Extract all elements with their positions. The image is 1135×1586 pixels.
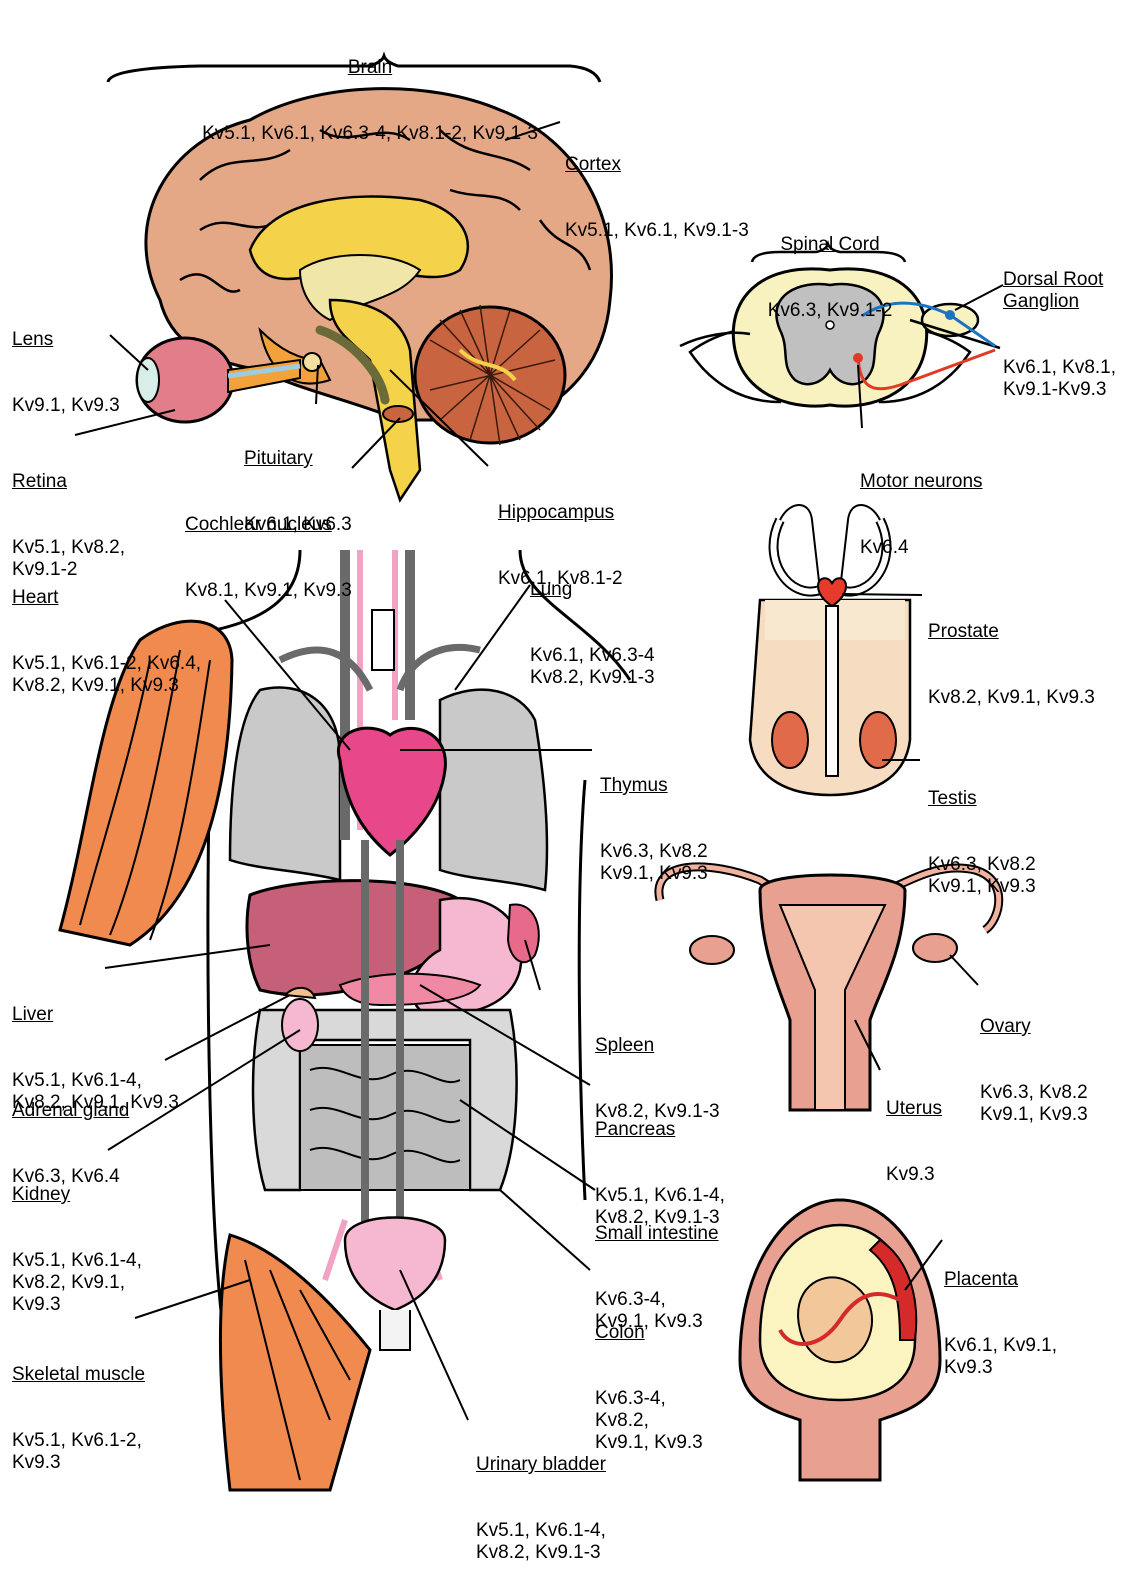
lens-title: Lens	[12, 329, 120, 351]
cochlear-nucleus-title: Cochlear nucleus	[185, 514, 352, 536]
label-thymus: Thymus Kv6.3, Kv8.2 Kv9.1, Kv9.3	[600, 731, 708, 907]
retina-title: Retina	[12, 471, 125, 493]
label-brain: Brain Kv5.1, Kv6.1, Kv6.3-4, Kv8.1-2, Kv…	[140, 13, 600, 167]
motor-neurons-title: Motor neurons	[860, 471, 983, 493]
hippocampus-title: Hippocampus	[498, 502, 623, 524]
thymus-title: Thymus	[600, 775, 708, 797]
label-cortex: Cortex Kv5.1, Kv6.1, Kv9.1-3	[565, 110, 749, 264]
uterus-title: Uterus	[886, 1098, 942, 1120]
pancreas-title: Pancreas	[595, 1119, 725, 1141]
adrenal-title: Adrenal gland	[12, 1100, 129, 1122]
cortex-title: Cortex	[565, 154, 749, 176]
skeletal-muscle-title: Skeletal muscle	[12, 1364, 145, 1386]
testis-left	[772, 712, 808, 768]
heart-shape	[338, 728, 445, 855]
heart-values: Kv5.1, Kv6.1-2, Kv6.4, Kv8.2, Kv9.1, Kv9…	[12, 653, 201, 697]
motor-neurons-values: Kv6.4	[860, 537, 983, 559]
testis-values: Kv6.3, Kv8.2 Kv9.1, Kv9.3	[928, 854, 1036, 898]
pituitary-title: Pituitary	[244, 448, 352, 470]
spinal-cord-values: Kv6.3, Kv9.1-2	[735, 300, 925, 322]
lens-values: Kv9.1, Kv9.3	[12, 395, 120, 417]
label-urinary-bladder: Urinary bladder Kv5.1, Kv6.1-4, Kv8.2, K…	[476, 1410, 606, 1586]
thymus-values: Kv6.3, Kv8.2 Kv9.1, Kv9.3	[600, 841, 708, 885]
small-intestine-title: Small intestine	[595, 1223, 719, 1245]
drg-title: Dorsal Root Ganglion	[1003, 269, 1116, 313]
colon-values: Kv6.3-4, Kv8.2, Kv9.1, Kv9.3	[595, 1388, 703, 1454]
label-skeletal-muscle: Skeletal muscle Kv5.1, Kv6.1-2, Kv9.3	[12, 1320, 145, 1496]
heart-title: Heart	[12, 587, 201, 609]
testis-title: Testis	[928, 788, 1036, 810]
kidney-shape	[282, 999, 318, 1051]
lung-right	[440, 690, 547, 890]
placenta-title: Placenta	[944, 1269, 1057, 1291]
label-uterus: Uterus Kv9.3	[886, 1054, 942, 1208]
label-spinal-cord: Spinal Cord Kv6.3, Kv9.1-2	[735, 190, 925, 344]
label-prostate: Prostate Kv8.2, Kv9.1, Kv9.3	[928, 577, 1095, 731]
spinal-cord-title: Spinal Cord	[735, 234, 925, 256]
label-drg: Dorsal Root Ganglion Kv6.1, Kv8.1, Kv9.1…	[1003, 225, 1116, 423]
ovary-values: Kv6.3, Kv8.2 Kv9.1, Kv9.3	[980, 1082, 1088, 1126]
brain-title: Brain	[140, 57, 600, 79]
cortex-values: Kv5.1, Kv6.1, Kv9.1-3	[565, 220, 749, 242]
kidney-title: Kidney	[12, 1184, 142, 1206]
uterus-values: Kv9.3	[886, 1164, 942, 1186]
label-colon: Colon Kv6.3-4, Kv8.2, Kv9.1, Kv9.3	[595, 1278, 703, 1476]
ovary-right	[913, 934, 957, 962]
label-heart: Heart Kv5.1, Kv6.1-2, Kv6.4, Kv8.2, Kv9.…	[12, 543, 201, 719]
lung-title: Lung	[530, 579, 655, 601]
brain-values: Kv5.1, Kv6.1, Kv6.3-4, Kv8.1-2, Kv9.1-3	[140, 123, 600, 145]
ovary-left	[690, 936, 734, 964]
urinary-bladder-values: Kv5.1, Kv6.1-4, Kv8.2, Kv9.1-3	[476, 1520, 606, 1564]
label-cochlear-nucleus: Cochlear nucleus Kv8.1, Kv9.1, Kv9.3	[185, 470, 352, 624]
drg-values: Kv6.1, Kv8.1, Kv9.1-Kv9.3	[1003, 357, 1116, 401]
urinary-bladder-title: Urinary bladder	[476, 1454, 606, 1476]
spleen-title: Spleen	[595, 1035, 720, 1057]
placenta-illustration	[740, 1200, 942, 1480]
lens-shape	[137, 358, 159, 402]
lung-left	[230, 688, 340, 880]
fetus	[798, 1277, 872, 1362]
kidney-values: Kv5.1, Kv6.1-4, Kv8.2, Kv9.1, Kv9.3	[12, 1250, 142, 1316]
colon-title: Colon	[595, 1322, 703, 1344]
leg-muscle	[221, 1235, 370, 1490]
liver-title: Liver	[12, 1004, 179, 1026]
urinary-bladder-shape	[345, 1218, 445, 1311]
placenta-values: Kv6.1, Kv9.1, Kv9.3	[944, 1335, 1057, 1379]
label-testis: Testis Kv6.3, Kv8.2 Kv9.1, Kv9.3	[928, 744, 1036, 920]
prostate-values: Kv8.2, Kv9.1, Kv9.3	[928, 687, 1095, 709]
prostate-title: Prostate	[928, 621, 1095, 643]
lung-values: Kv6.1, Kv6.3-4 Kv8.2, Kv9.1-3	[530, 645, 655, 689]
label-kidney: Kidney Kv5.1, Kv6.1-4, Kv8.2, Kv9.1, Kv9…	[12, 1140, 142, 1338]
skeletal-muscle-values: Kv5.1, Kv6.1-2, Kv9.3	[12, 1430, 145, 1474]
label-motor-neurons: Motor neurons Kv6.4	[860, 427, 983, 581]
label-lung: Lung Kv6.1, Kv6.3-4 Kv8.2, Kv9.1-3	[530, 535, 655, 711]
ovary-title: Ovary	[980, 1016, 1088, 1038]
label-lens: Lens Kv9.1, Kv9.3	[12, 285, 120, 439]
spleen-shape	[508, 904, 539, 962]
label-ovary: Ovary Kv6.3, Kv8.2 Kv9.1, Kv9.3	[980, 972, 1088, 1148]
cochlear-nucleus-values: Kv8.1, Kv9.1, Kv9.3	[185, 580, 352, 602]
label-placenta: Placenta Kv6.1, Kv9.1, Kv9.3	[944, 1225, 1057, 1401]
